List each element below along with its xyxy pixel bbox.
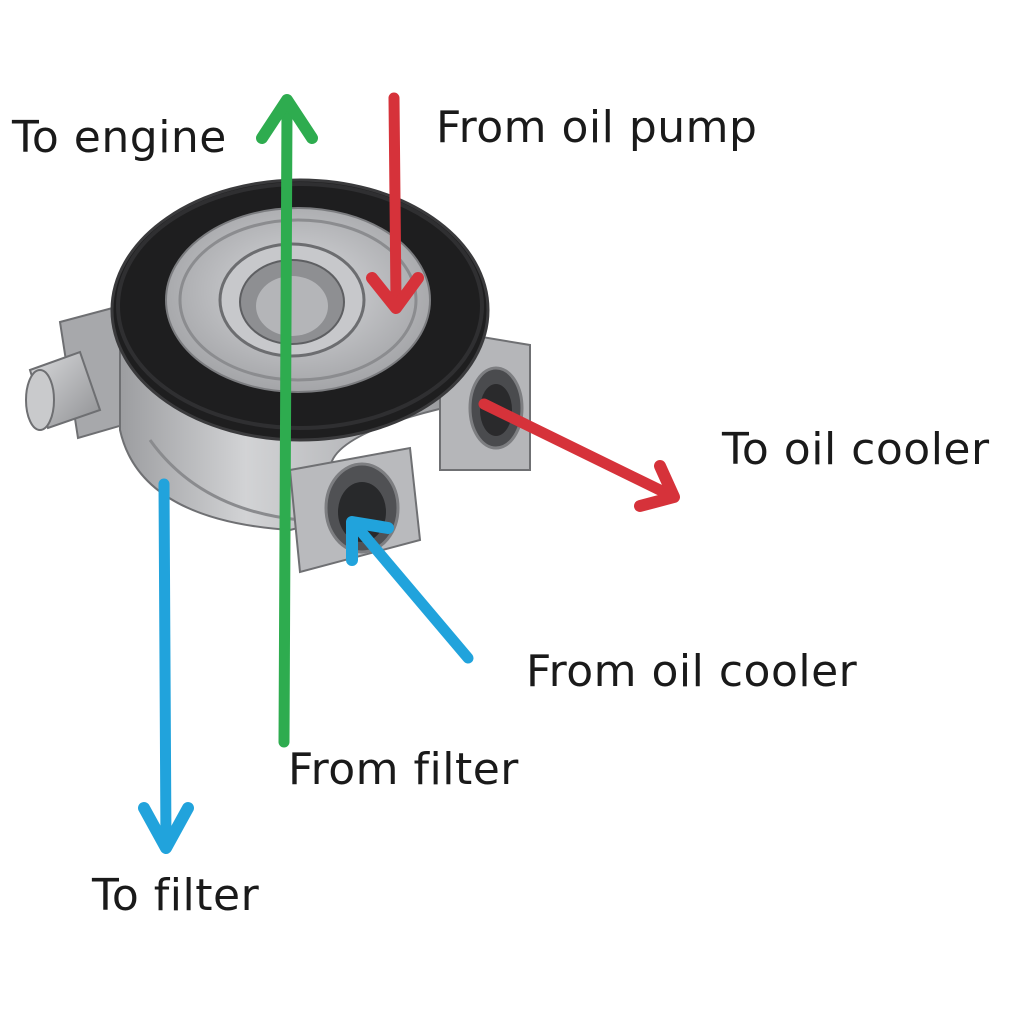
arrow-to-oil-cooler (478, 398, 680, 512)
arrow-from-oil-pump (366, 92, 424, 314)
arrow-to-filter (138, 478, 194, 854)
center-bore (218, 242, 366, 358)
label-from-oil-cooler: From oil cooler (526, 646, 858, 697)
arrow-to-engine (256, 94, 318, 748)
label-from-oil-pump: From oil pump (436, 102, 758, 153)
label-to-filter: To filter (92, 870, 260, 921)
arrow-from-oil-cooler (346, 516, 474, 664)
oil-adapter-component (25, 178, 531, 574)
label-from-filter: From filter (288, 744, 519, 795)
label-to-engine: To engine (12, 112, 227, 163)
label-to-oil-cooler: To oil cooler (722, 424, 990, 475)
